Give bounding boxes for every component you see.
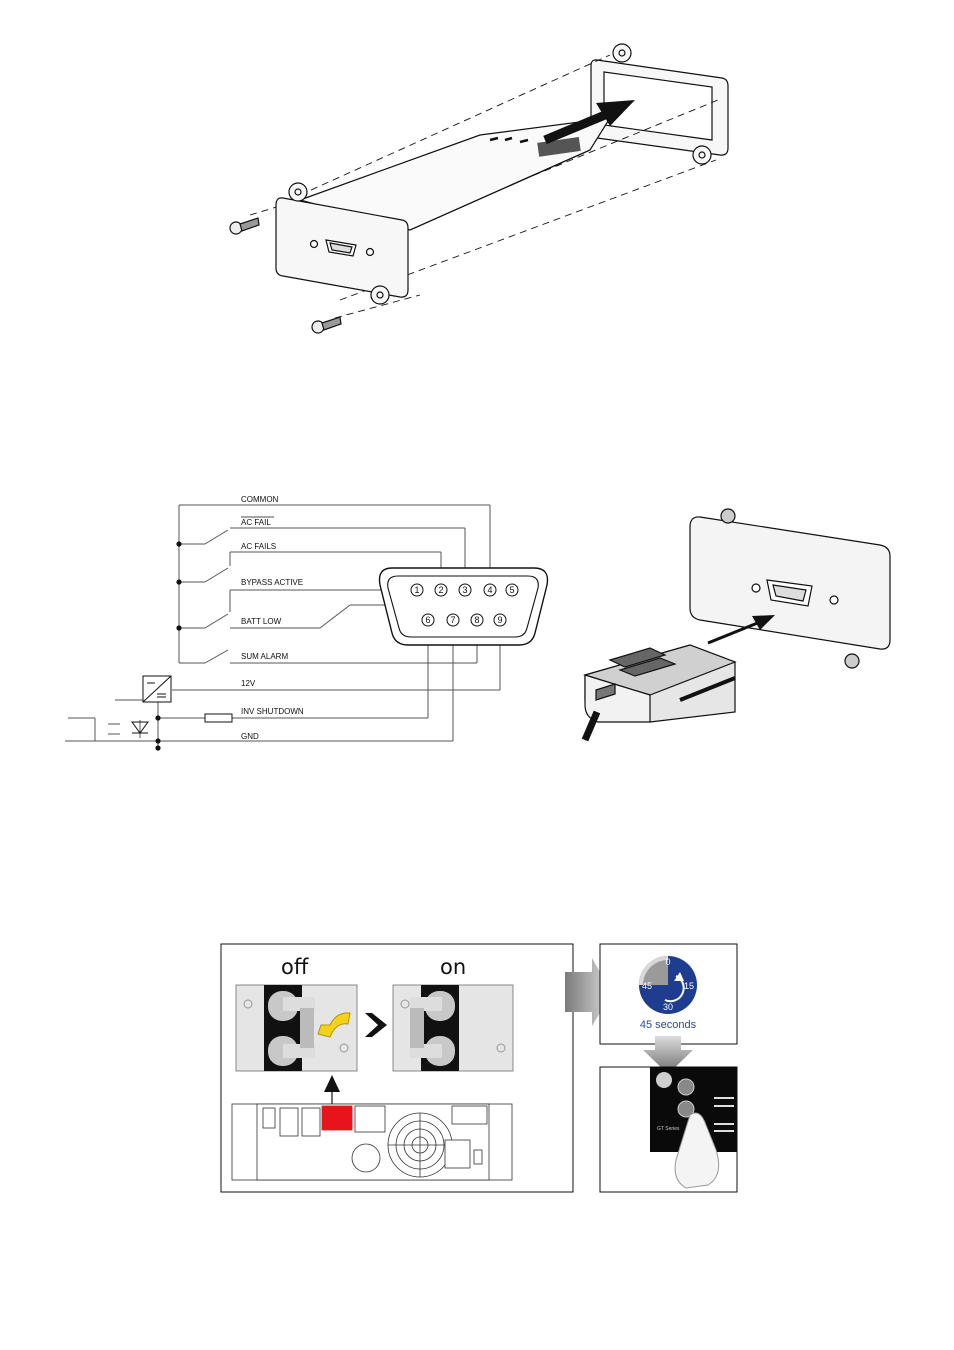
pin-number-3: 3 (462, 585, 467, 595)
dial-mark-15: 15 (684, 981, 694, 991)
pin-number-6: 6 (425, 615, 430, 625)
card-insertion-figure (230, 44, 728, 333)
faceplate-screw-top (721, 509, 735, 523)
faceplate-screw-bottom (845, 654, 859, 668)
label-gnd: GND (241, 732, 259, 741)
label-ac-fails: AC FAILS (241, 542, 276, 551)
pin-number-4: 4 (487, 585, 492, 595)
pin-number-7: 7 (450, 615, 455, 625)
dial-mark-0: 0 (665, 957, 670, 967)
breaker-location-highlight (322, 1106, 352, 1130)
breaker-on (393, 985, 513, 1071)
junction-dots (155, 541, 181, 750)
label-batt-low: BATT LOW (241, 617, 282, 626)
label-ac-fail: AC FAIL (241, 518, 271, 527)
pin-number-2: 2 (438, 585, 443, 595)
label-bypass-active: BYPASS ACTIVE (241, 578, 303, 587)
pin-number-1: 1 (414, 585, 419, 595)
db9-cable-plug (585, 645, 735, 740)
breaker-off (236, 985, 357, 1071)
timer-caption: 45 seconds (640, 1019, 697, 1031)
dial-mark-45: 45 (642, 981, 652, 991)
startup-sequence-figure: off on (221, 944, 737, 1192)
switch-off-label: off (281, 955, 309, 979)
series-label: GT Series (657, 1126, 680, 1132)
pinout-wiring-figure: COMMON AC FAIL AC FAILS BYPASS ACTIVE BA… (65, 495, 547, 751)
label-sum-alarm: SUM ALARM (241, 652, 288, 661)
db9-connector (380, 568, 548, 645)
pin-number-5: 5 (509, 585, 514, 595)
ups-rear-panel (232, 1104, 512, 1180)
dial-mark-30: 30 (663, 1002, 673, 1012)
label-12v: 12V (241, 679, 256, 688)
label-inv-shutdown: INV SHUTDOWN (241, 707, 304, 716)
cable-plugin-figure (585, 509, 890, 740)
label-common: COMMON (241, 495, 279, 504)
switch-on-label: on (440, 955, 466, 979)
pin-number-8: 8 (474, 615, 479, 625)
dcdc-converter-symbol (143, 676, 171, 702)
pin-number-9: 9 (497, 615, 502, 625)
resistor-symbol (205, 714, 232, 722)
screw-bottom (312, 317, 341, 333)
screw-top (230, 218, 259, 234)
